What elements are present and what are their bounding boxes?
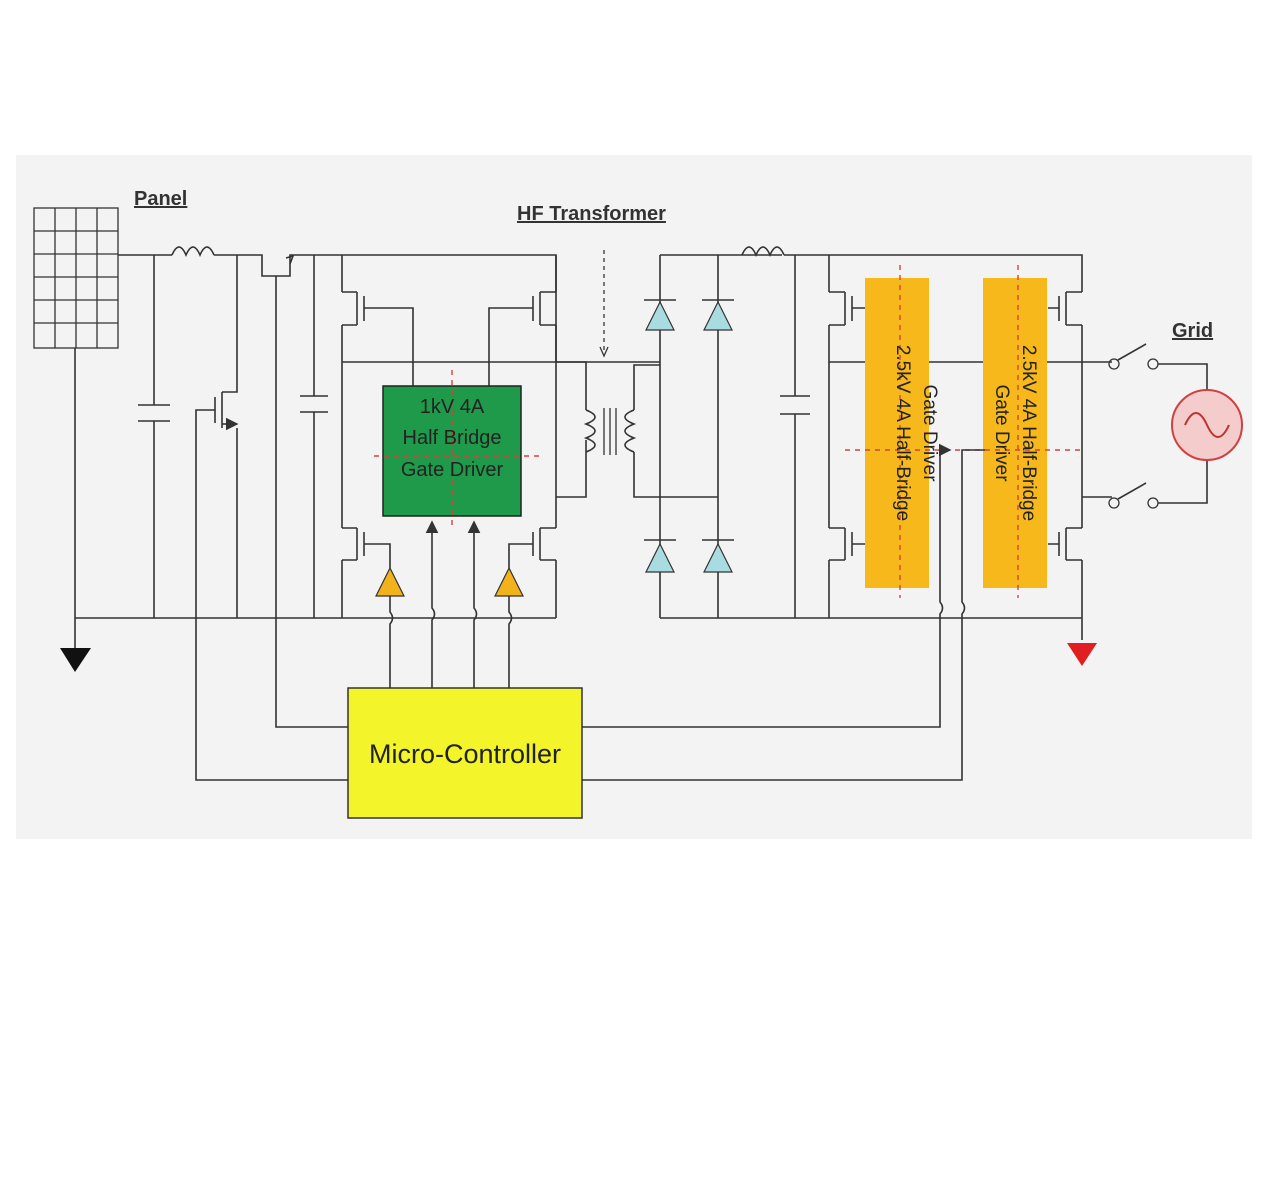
gate-driver-1kv-line3: Gate Driver (401, 459, 504, 481)
ground-icon (60, 648, 91, 672)
gate-driver-2-5kv-a-line1: 2.5kV 4A Half-Bridge (892, 345, 913, 521)
gate-driver-2-5kv-b-line2: Gate Driver (991, 384, 1012, 482)
capacitor-icon (300, 255, 328, 618)
gate-driver-2-5kv-a-block (865, 278, 929, 588)
grid-label: Grid (1172, 320, 1213, 342)
inductor-icon (171, 246, 215, 257)
inductor-icon (741, 246, 785, 257)
gate-driver-1kv-line2: Half Bridge (403, 427, 502, 449)
capacitor-icon (138, 255, 170, 618)
switch-icon (1108, 343, 1159, 370)
grid-ground-icon (1067, 643, 1097, 666)
capacitor-icon (780, 255, 810, 618)
gate-driver-2-5kv-a-line2: Gate Driver (919, 384, 940, 482)
diode-icon (702, 299, 734, 331)
mosfet-icon (195, 255, 239, 618)
solar-panel-icon (33, 207, 119, 349)
gate-driver-1kv-line1: 1kV 4A (420, 396, 485, 418)
micro-controller-block (347, 687, 583, 819)
hf-transformer-label: HF Transformer (517, 203, 666, 225)
diode-icon (702, 539, 734, 573)
gate-driver-2-5kv-b-line1: 2.5kV 4A Half-Bridge (1018, 345, 1039, 521)
diode-icon (644, 299, 676, 331)
micro-controller-label: Micro-Controller (369, 739, 561, 769)
transformer-icon (583, 408, 637, 455)
diode-icon (644, 539, 676, 573)
gate-driver-2-5kv-b-block (983, 278, 1047, 588)
panel-label: Panel (134, 188, 187, 210)
ac-source-icon (1171, 389, 1243, 461)
